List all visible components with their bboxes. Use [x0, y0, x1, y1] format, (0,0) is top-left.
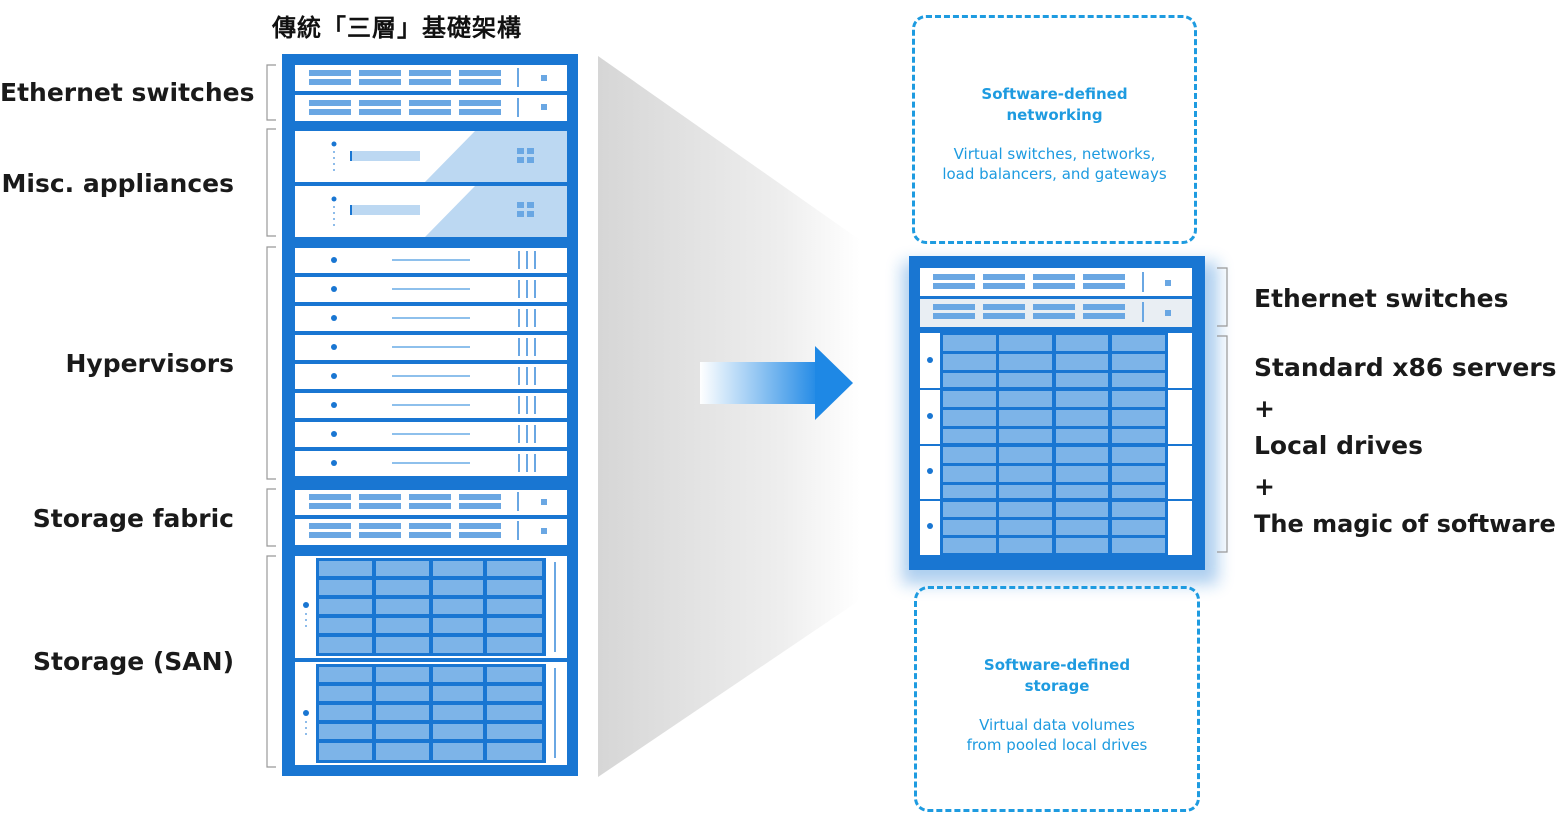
arrow-icon — [700, 346, 853, 420]
hypervisor-unit-3 — [295, 306, 567, 331]
hypervisor-unit-1 — [295, 248, 567, 273]
projection-beam — [598, 56, 860, 777]
sds-desc-2: from pooled local drives — [966, 736, 1148, 754]
right-label-magic: The magic of software — [1254, 510, 1556, 538]
hypervisor-unit-8 — [295, 451, 567, 476]
label-misc-appliances: Misc. appliances — [1, 169, 234, 198]
server-drive-block — [920, 333, 1192, 555]
left-ethernet-switch-2 — [295, 95, 567, 121]
misc-appliance-1 — [295, 131, 567, 182]
traditional-rack — [282, 54, 578, 776]
label-hypervisors: Hypervisors — [65, 349, 234, 378]
sdn-box: Software-defined networking Virtual swit… — [912, 15, 1197, 244]
left-brackets — [266, 64, 276, 768]
sds-title-2: storage — [1024, 677, 1090, 695]
storage-fabric-switch-2 — [295, 519, 567, 545]
sds-desc-1: Virtual data volumes — [979, 716, 1135, 734]
sds-description: Virtual data volumes from pooled local d… — [917, 715, 1197, 755]
right-label-servers: Standard x86 servers — [1254, 353, 1557, 382]
sdn-title-2: networking — [1006, 106, 1103, 124]
sdn-title-1: Software-defined — [981, 85, 1128, 103]
label-storage-fabric: Storage fabric — [32, 504, 234, 533]
diagram-title: 傳統「三層」基礎架構 — [272, 14, 522, 42]
san-enclosure-2 — [295, 662, 567, 765]
label-storage-san: Storage (SAN) — [32, 647, 234, 676]
hypervisor-unit-5 — [295, 364, 567, 389]
label-ethernet-switches: Ethernet switches — [0, 78, 255, 107]
sdn-desc-2: load balancers, and gateways — [942, 165, 1167, 183]
sdn-desc-1: Virtual switches, networks, — [953, 145, 1156, 163]
right-label-plus-2: + — [1254, 472, 1275, 501]
storage-fabric-switch-1 — [295, 490, 567, 515]
hypervisor-unit-4 — [295, 335, 567, 360]
hypervisor-unit-7 — [295, 422, 567, 447]
hyperconverged-rack — [902, 256, 1218, 584]
right-brackets — [1217, 267, 1228, 553]
san-enclosure-1 — [295, 556, 567, 658]
right-ethernet-switch-2 — [920, 299, 1192, 327]
hypervisor-unit-2 — [295, 277, 567, 302]
sds-title-1: Software-defined — [983, 656, 1131, 674]
hypervisor-unit-6 — [295, 393, 567, 418]
misc-appliance-2 — [295, 186, 567, 237]
left-ethernet-switch-1 — [295, 65, 567, 91]
right-label-ethernet: Ethernet switches — [1254, 284, 1509, 313]
sds-box: Software-defined storage Virtual data vo… — [914, 586, 1200, 812]
right-label-drives: Local drives — [1254, 431, 1423, 460]
right-ethernet-switch-1 — [920, 268, 1192, 296]
sdn-description: Virtual switches, networks, load balance… — [915, 144, 1194, 184]
right-label-plus-1: + — [1254, 394, 1275, 423]
